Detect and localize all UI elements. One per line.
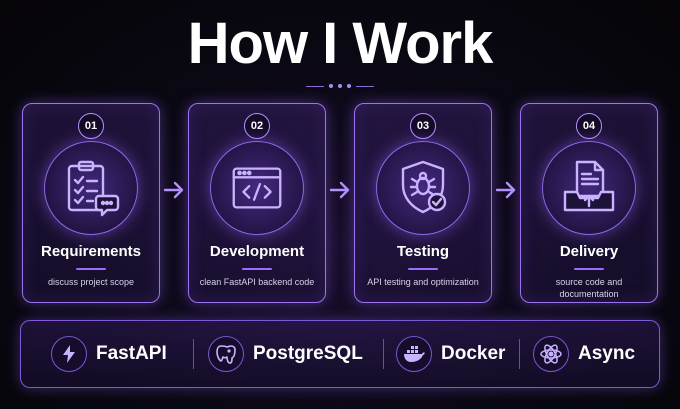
tech-label: Docker	[441, 343, 506, 364]
atom-icon	[540, 344, 562, 364]
tech-item-docker: Docker	[396, 335, 505, 373]
step-number-badge: 04	[576, 113, 602, 139]
step-description: discuss project scope	[47, 277, 135, 287]
lightning-icon	[63, 345, 75, 363]
tech-label: FastAPI	[96, 343, 167, 364]
divider	[383, 339, 384, 369]
step-description: source code and documentation	[555, 277, 623, 299]
elephant-icon	[216, 345, 236, 364]
clipboard-checklist-icon	[67, 160, 120, 217]
arrow-right-icon	[163, 181, 184, 199]
code-window-icon	[232, 167, 282, 209]
arrow-right-icon	[329, 181, 350, 199]
whale-icon	[404, 346, 425, 362]
shield-bug-icon	[401, 160, 447, 214]
arrow-right-icon	[495, 181, 516, 199]
step-number-badge: 03	[410, 113, 436, 139]
step-card-development: 02 Development clean FastAPI backend cod…	[188, 103, 326, 303]
step-title: Delivery	[559, 243, 619, 260]
tech-stack-bar: FastAPI PostgreSQL Docker	[20, 320, 660, 388]
step-card-testing: 03 Testing API testing and optimization	[354, 103, 492, 303]
divider	[193, 339, 194, 369]
tech-item-fastapi: FastAPI	[51, 335, 167, 373]
divider	[519, 339, 520, 369]
step-title: Requirements	[40, 243, 142, 260]
step-title: Testing	[396, 243, 450, 260]
title-divider	[0, 84, 680, 88]
tech-item-async: Async	[533, 335, 635, 373]
step-title: Development	[209, 243, 305, 260]
tech-item-postgresql: PostgreSQL	[208, 335, 363, 373]
step-description: clean FastAPI backend code	[199, 277, 315, 287]
step-card-delivery: 04 Delivery source code and documentatio…	[520, 103, 658, 303]
tech-label: PostgreSQL	[253, 343, 363, 364]
document-tray-icon	[563, 160, 615, 212]
step-card-requirements: 01 Requirements discuss project scope	[22, 103, 160, 303]
tech-label: Async	[578, 343, 636, 364]
step-number-badge: 01	[78, 113, 104, 139]
step-number-badge: 02	[244, 113, 270, 139]
step-description: API testing and optimization	[367, 277, 479, 287]
page-title: How I Work	[187, 11, 494, 76]
